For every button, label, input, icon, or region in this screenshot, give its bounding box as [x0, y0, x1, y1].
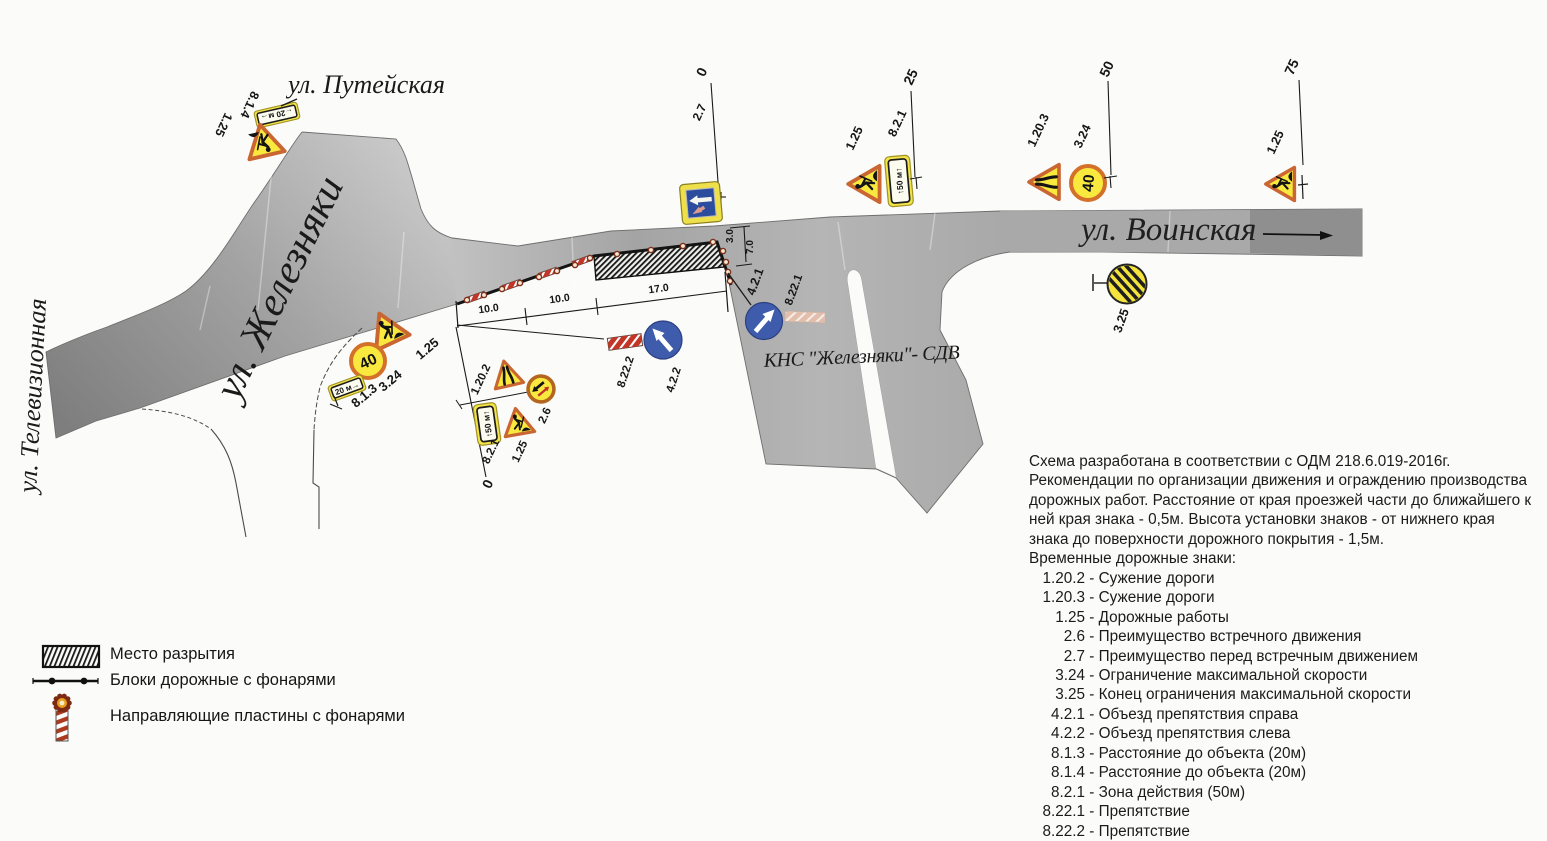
svg-text:40: 40: [1080, 174, 1098, 193]
svg-text:25: 25: [900, 66, 921, 87]
svg-text:17.0: 17.0: [648, 282, 670, 297]
svg-text:40: 40: [357, 351, 380, 374]
svg-text:10.0: 10.0: [478, 302, 500, 317]
svg-text:7.0: 7.0: [745, 240, 756, 254]
svg-text:↑50 м↑: ↑50 м↑: [893, 167, 905, 194]
svg-text:ул. Путейская: ул. Путейская: [285, 70, 445, 99]
svg-text:50: 50: [1096, 58, 1117, 79]
svg-text:↑50 м↑: ↑50 м↑: [481, 410, 495, 438]
svg-text:3.0: 3.0: [725, 229, 736, 243]
svg-text:ул. Воинская: ул. Воинская: [1078, 212, 1256, 248]
svg-text:75: 75: [1281, 56, 1302, 77]
svg-text:2.7: 2.7: [690, 101, 710, 122]
svg-text:10.0: 10.0: [549, 292, 571, 307]
